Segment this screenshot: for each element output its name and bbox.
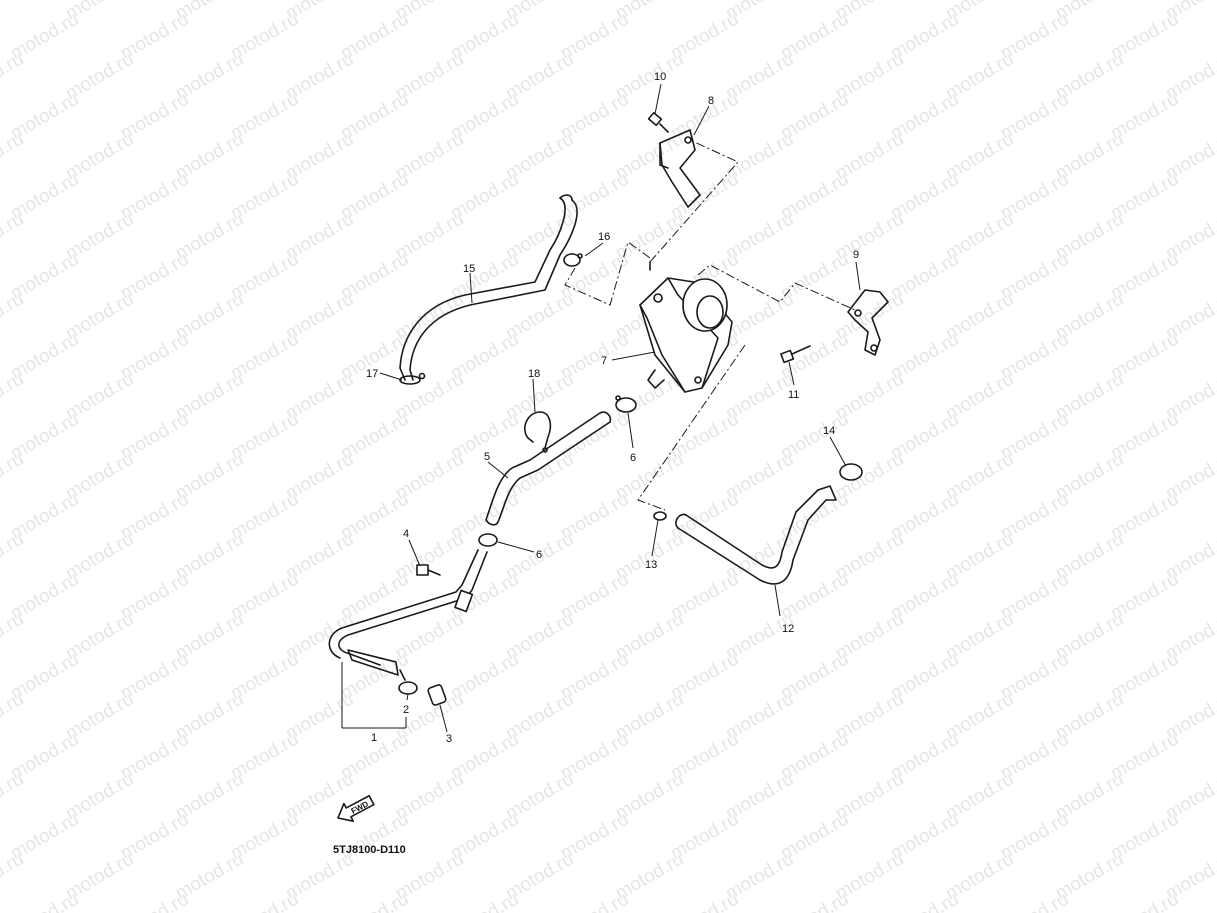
valve-body-7 [639,261,733,393]
callout-8: 8 [708,95,714,107]
callout-2: 2 [403,704,409,716]
hose-12 [675,485,837,585]
hose-5 [485,411,612,526]
callout-17: 17 [366,368,378,380]
watermark-text: motod.ru [777,889,852,913]
watermark-text: motod.ru [887,889,962,913]
drawing-code: 5TJ8100-D110 [333,844,406,856]
watermark-text: motod.ru [337,889,412,913]
callout-15: 15 [463,263,475,275]
callout-7: 7 [601,355,607,367]
callout-11: 11 [788,389,799,401]
callout-labels: 1 2 3 4 5 6 6 7 8 9 10 11 12 13 14 15 16… [366,71,859,745]
clamp-13 [653,511,667,521]
callout-13: 13 [645,559,657,571]
hose-15 [399,194,578,381]
callout-14: 14 [823,425,835,437]
bolt-10 [647,111,669,133]
callout-12: 12 [782,623,794,635]
clamp-17 [399,372,426,385]
watermark-text: motod.ru [997,889,1072,913]
bracket-9 [847,289,889,356]
callout-10: 10 [654,71,666,83]
bracket-8 [659,129,701,208]
watermark-text: motod.ru [557,889,632,913]
watermark-text: motod.ru [117,889,192,913]
watermark-text: motod.ru [667,889,742,913]
watermark-text: motod.ru [447,889,522,913]
callout-6-upper: 6 [630,452,636,464]
callout-5: 5 [484,451,490,463]
callout-1: 1 [371,732,377,744]
clamp-6-upper [615,395,637,413]
guide-lines [564,139,856,511]
callout-4: 4 [403,528,409,540]
callout-9: 9 [853,249,859,261]
clip-18 [524,411,552,453]
watermark-text: motod.ru [1107,889,1182,913]
watermark-text: motod.ru [227,889,302,913]
watermark-text: motod.ru [0,0,27,24]
clamp-2 [398,681,418,695]
clamp-14 [839,463,863,481]
clamp-6-lower [478,533,498,547]
callout-6-lower: 6 [536,549,542,561]
pipe-assembly-1 [328,549,488,681]
bolt-11 [780,345,811,364]
bolt-4 [416,564,441,576]
clamp-16 [563,253,583,267]
watermark-text: motod.ru [7,889,82,913]
callout-16: 16 [598,231,610,243]
fwd-arrow-icon: FWD [337,794,375,822]
callout-18: 18 [528,368,540,380]
callout-3: 3 [446,733,452,745]
leader-lines [341,83,861,733]
sleeve-3 [427,684,447,706]
